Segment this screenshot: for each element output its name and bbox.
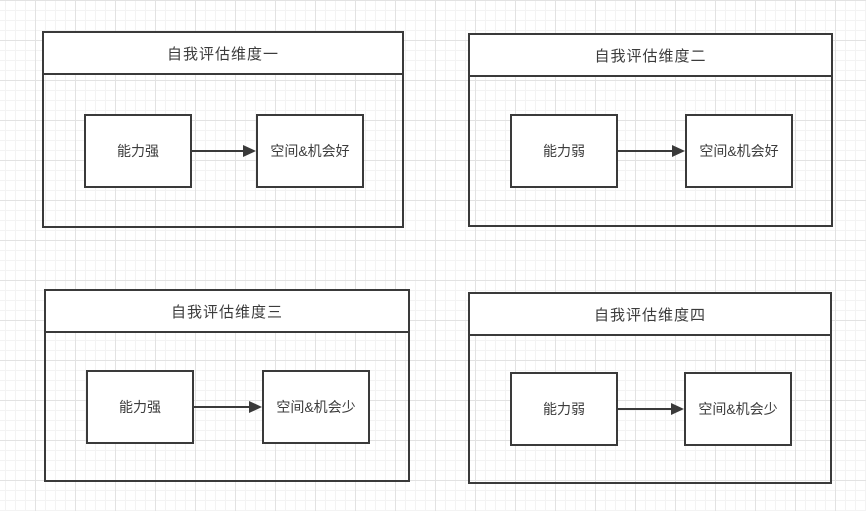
node-label: 空间&机会好 [270,142,350,159]
node-ability[interactable]: 能力弱 [510,114,618,188]
quadrant-title[interactable]: 自我评估维度四 [470,294,830,336]
arrow-line [192,149,243,152]
node-label: 空间&机会少 [276,398,356,415]
node-label: 能力弱 [543,143,585,159]
quadrant-title-label: 自我评估维度二 [594,47,707,65]
node-ability[interactable]: 能力强 [86,369,194,444]
node-label: 能力弱 [543,401,585,417]
arrow-head-icon [243,144,256,157]
quadrant-title[interactable]: 自我评估维度二 [470,35,831,77]
node-opportunity[interactable]: 空间&机会好 [685,114,793,188]
arrow-connector[interactable] [618,145,685,157]
quadrant-body: 能力强 空间&机会少 [46,333,408,480]
quadrant-title-label: 自我评估维度一 [166,45,279,63]
node-opportunity[interactable]: 空间&机会少 [262,369,370,444]
quadrant-body: 能力弱 空间&机会少 [470,336,830,482]
node-ability[interactable]: 能力弱 [510,372,618,446]
quadrant-self-assessment-1[interactable]: 自我评估维度一 能力强 空间&机会好 [42,31,404,228]
arrow-line [618,408,671,410]
quadrant-title-label: 自我评估维度四 [593,306,706,324]
arrow-connector[interactable] [192,144,256,157]
arrow-connector[interactable] [618,403,684,415]
arrow-head-icon [671,403,684,415]
arrow-head-icon [249,400,262,413]
node-label: 能力强 [119,398,161,415]
quadrant-title-label: 自我评估维度三 [170,303,283,321]
quadrant-title[interactable]: 自我评估维度三 [46,291,408,333]
quadrant-title[interactable]: 自我评估维度一 [44,33,402,75]
quadrant-self-assessment-2[interactable]: 自我评估维度二 能力弱 空间&机会好 [468,33,833,227]
node-opportunity[interactable]: 空间&机会好 [256,113,364,188]
node-ability[interactable]: 能力强 [84,113,192,188]
node-label: 空间&机会好 [699,143,779,159]
quadrant-self-assessment-3[interactable]: 自我评估维度三 能力强 空间&机会少 [44,289,410,482]
quadrant-body: 能力弱 空间&机会好 [470,77,831,225]
quadrant-body: 能力强 空间&机会好 [44,75,402,226]
arrow-line [618,150,672,152]
arrow-line [194,405,249,408]
quadrant-self-assessment-4[interactable]: 自我评估维度四 能力弱 空间&机会少 [468,292,832,484]
arrow-connector[interactable] [194,400,262,413]
arrow-head-icon [672,145,685,157]
node-label: 空间&机会少 [698,401,778,417]
node-label: 能力强 [117,142,159,159]
node-opportunity[interactable]: 空间&机会少 [684,372,792,446]
